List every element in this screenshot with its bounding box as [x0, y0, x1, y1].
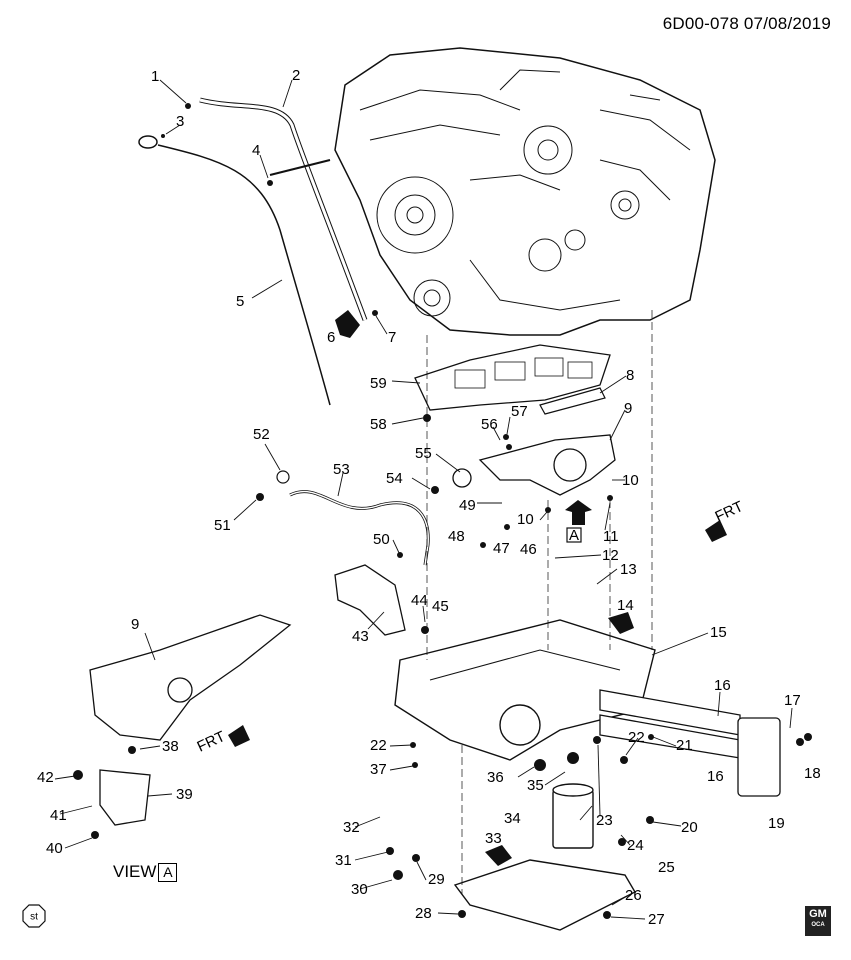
label-10b: 10 — [517, 511, 534, 528]
label-46: 46 — [520, 541, 537, 558]
svg-text:FRT: FRT — [713, 498, 746, 526]
label-47: 47 — [493, 540, 510, 557]
label-8: 8 — [626, 367, 634, 384]
label-30: 30 — [351, 881, 368, 898]
label-56: 56 — [481, 416, 498, 433]
oil-pan-lower — [453, 859, 636, 931]
label-44: 44 — [411, 592, 428, 609]
mount-bracket — [334, 564, 406, 636]
view-a-label: VIEW A — [113, 862, 178, 882]
label-3: 3 — [176, 113, 184, 130]
label-59: 59 — [370, 375, 387, 392]
label-58: 58 — [370, 416, 387, 433]
callout-a: A — [569, 527, 579, 544]
leader-lines — [54, 79, 793, 920]
label-43: 43 — [352, 628, 369, 645]
label-25: 25 — [658, 859, 675, 876]
label-29: 29 — [428, 871, 445, 888]
label-13: 13 — [620, 561, 637, 578]
dipstick — [138, 135, 331, 406]
label-32: 32 — [343, 819, 360, 836]
fasteners — [73, 103, 812, 919]
label-23: 23 — [596, 812, 613, 829]
o-ring-52 — [276, 470, 290, 484]
oil-pan-baffle — [414, 344, 611, 411]
label-37: 37 — [370, 761, 387, 778]
label-35: 35 — [527, 777, 544, 794]
label-11: 11 — [603, 528, 619, 545]
st-badge-icon: st — [22, 904, 46, 928]
label-27: 27 — [648, 911, 665, 928]
label-34: 34 — [504, 810, 521, 827]
oil-sensor-harness — [289, 490, 430, 566]
label-9: 9 — [624, 400, 632, 417]
oil-pump-gasket — [539, 387, 606, 415]
label-40: 40 — [46, 840, 63, 857]
label-45: 45 — [432, 598, 449, 615]
diagram-reference: 6D00-078 07/08/2019 — [662, 14, 831, 33]
oil-cooler — [599, 689, 781, 797]
label-42: 42 — [37, 769, 54, 786]
label-9b: 9 — [131, 616, 139, 633]
alignment-lines — [426, 310, 653, 895]
label-55: 55 — [415, 445, 432, 462]
label-57: 57 — [511, 403, 528, 420]
label-36: 36 — [487, 769, 504, 786]
label-26: 26 — [625, 887, 642, 904]
oil-pump — [452, 434, 616, 496]
label-15: 15 — [710, 624, 727, 641]
label-14: 14 — [617, 597, 634, 614]
view-letter: A — [158, 862, 178, 882]
label-49: 49 — [459, 497, 476, 514]
svg-text:st: st — [30, 912, 38, 923]
label-16b: 16 — [707, 768, 724, 785]
engine-block — [334, 47, 716, 336]
label-7: 7 — [388, 329, 396, 346]
label-41: 41 — [50, 807, 67, 824]
label-28: 28 — [415, 905, 432, 922]
label-2: 2 — [292, 67, 300, 84]
label-20: 20 — [681, 819, 698, 836]
part-labels: 1 2 3 4 5 6 7 8 9 9 10 10 11 12 13 14 15… — [37, 67, 821, 928]
label-6: 6 — [327, 329, 335, 346]
label-16: 16 — [714, 677, 731, 694]
oil-pan-upper — [394, 619, 656, 761]
label-50: 50 — [373, 531, 390, 548]
label-24: 24 — [627, 837, 644, 854]
view-text: VIEW — [113, 862, 157, 881]
label-39: 39 — [176, 786, 193, 803]
oil-filter — [552, 783, 594, 849]
label-38: 38 — [162, 738, 179, 755]
label-18: 18 — [804, 765, 821, 782]
label-4: 4 — [252, 142, 260, 159]
label-33: 33 — [485, 830, 502, 847]
label-53: 53 — [333, 461, 350, 478]
label-10: 10 — [622, 472, 639, 489]
dipstick-tube — [199, 97, 368, 321]
label-1: 1 — [151, 68, 159, 85]
label-48: 48 — [448, 528, 465, 545]
label-51: 51 — [214, 517, 231, 534]
label-31: 31 — [335, 852, 352, 869]
label-5: 5 — [236, 293, 244, 310]
label-22b: 22 — [628, 729, 645, 746]
label-22: 22 — [370, 737, 387, 754]
label-21: 21 — [676, 737, 693, 754]
direction-arrow — [228, 310, 727, 866]
label-54: 54 — [386, 470, 403, 487]
label-17: 17 — [784, 692, 801, 709]
label-12: 12 — [602, 547, 619, 564]
view-a-detail — [89, 614, 292, 826]
label-52: 52 — [253, 426, 270, 443]
label-19: 19 — [768, 815, 785, 832]
gm-logo-icon: GM OCA — [805, 906, 831, 936]
svg-text:FRT: FRT — [195, 728, 228, 756]
